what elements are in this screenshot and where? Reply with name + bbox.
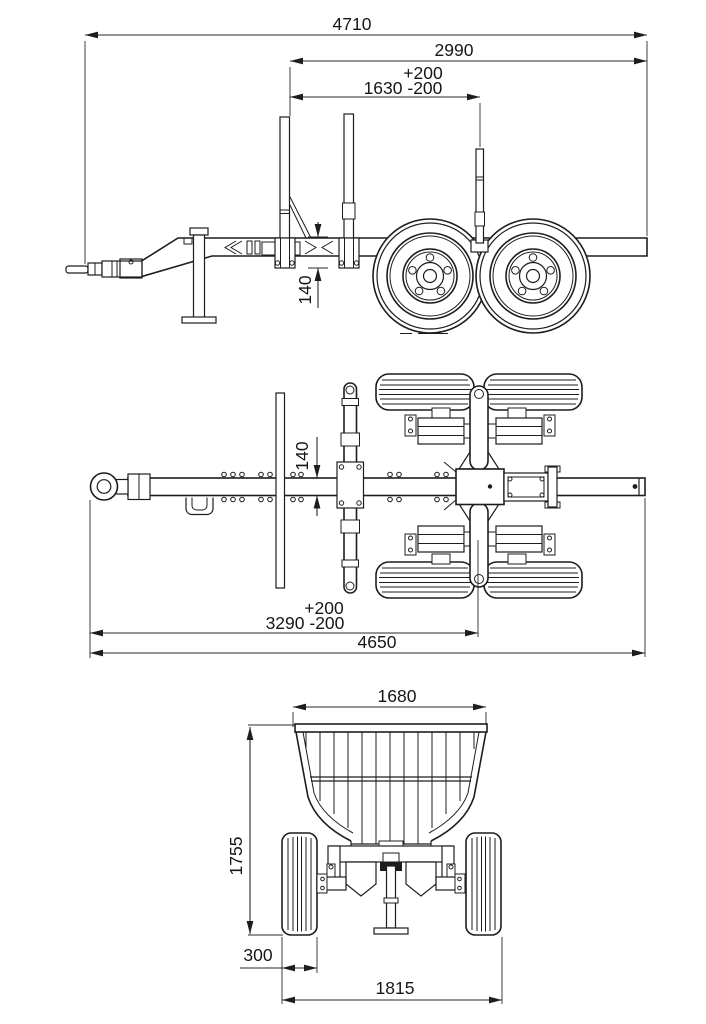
cradle-vertical-bars bbox=[305, 732, 475, 844]
bogie-tire-rear-left bbox=[483, 373, 583, 411]
front-bunk-with-stakes-top bbox=[336, 382, 365, 594]
side-view: 4710 2990 +200 1630 -200 140 bbox=[65, 14, 648, 334]
dim-label-4650: 4650 bbox=[358, 632, 397, 652]
rear-wheel-left bbox=[281, 832, 318, 936]
bogie-tire-rear-right bbox=[483, 561, 583, 599]
dimension-total-length-side: 4710 bbox=[85, 14, 647, 39]
dimension-bunk-spacing: +200 1630 -200 bbox=[290, 63, 480, 101]
tandem-wheel-front bbox=[372, 218, 488, 334]
jack-stand-side bbox=[181, 227, 217, 324]
cradle-right-wall bbox=[430, 731, 487, 842]
spring-shackles bbox=[404, 414, 556, 556]
dimension-tyre-width: 300 bbox=[240, 945, 317, 972]
dim-label-1630: 1630 -200 bbox=[364, 78, 443, 98]
dim-label-140-side: 140 bbox=[295, 275, 315, 304]
axle-box bbox=[417, 417, 465, 445]
dimension-bunk-to-rear: 2990 bbox=[290, 40, 647, 65]
dimension-hitch-to-bogie: +200 3290 -200 bbox=[90, 598, 478, 637]
bogie-top bbox=[375, 373, 583, 599]
dimension-frame-height-side: 140 bbox=[295, 222, 322, 308]
dim-label-1680: 1680 bbox=[378, 686, 417, 706]
rear-wheel-right bbox=[465, 832, 502, 936]
dimension-bunk-width-rear: 1680 bbox=[293, 686, 486, 711]
cradle-left-wall bbox=[295, 731, 352, 842]
bogie-tire-front-left bbox=[375, 373, 475, 411]
center-beam-top bbox=[127, 477, 646, 497]
dim-label-1755: 1755 bbox=[226, 837, 246, 876]
axle-box bbox=[495, 417, 543, 445]
suspension-box-right bbox=[405, 861, 437, 897]
dim-label-300: 300 bbox=[243, 945, 272, 965]
suspension-box-left bbox=[345, 861, 377, 897]
dim-label-140-top: 140 bbox=[292, 441, 312, 470]
bogie-stake-side bbox=[470, 148, 489, 253]
beam-edge-bolts bbox=[221, 471, 449, 503]
dimension-total-length-top: 4650 bbox=[90, 632, 645, 657]
dim-label-4710: 4710 bbox=[333, 14, 372, 34]
jack-stand-rear bbox=[385, 865, 397, 929]
rear-view: 1680 1755 bbox=[226, 686, 503, 1004]
beam-end-bolt bbox=[632, 484, 638, 489]
bogie-tire-front-right bbox=[375, 561, 475, 599]
dim-label-2990: 2990 bbox=[435, 40, 474, 60]
dim-label-plus200-side: +200 bbox=[403, 63, 443, 83]
front-crossbar-top bbox=[275, 392, 286, 589]
hitch-coupling bbox=[65, 258, 143, 279]
bogie-flange bbox=[547, 466, 558, 508]
tandem-wheel-rear bbox=[475, 218, 591, 334]
dimension-overall-height: 1755 bbox=[226, 727, 254, 934]
front-stake-side bbox=[274, 116, 312, 269]
log-cradle bbox=[294, 723, 488, 860]
beam-handle bbox=[185, 497, 214, 516]
axle-box bbox=[417, 525, 465, 553]
jack-foot-rear bbox=[373, 927, 409, 935]
rear-axle-assembly bbox=[316, 840, 466, 935]
dim-label-plus200-top: +200 bbox=[304, 598, 344, 618]
hitch-eye-top bbox=[89, 472, 151, 501]
dim-label-1815: 1815 bbox=[376, 978, 415, 998]
dim-label-3290: 3290 -200 bbox=[266, 613, 345, 633]
middle-stake-side bbox=[338, 113, 360, 269]
axle-box bbox=[495, 525, 543, 553]
bogie-pivot-block bbox=[455, 468, 505, 506]
cradle-top-bar bbox=[294, 723, 488, 733]
dimension-beam-width-top: 140 bbox=[292, 437, 321, 516]
top-view: 140 +200 3290 -200 4650 bbox=[89, 373, 646, 658]
dimension-overall-width: 1815 bbox=[282, 978, 502, 1004]
